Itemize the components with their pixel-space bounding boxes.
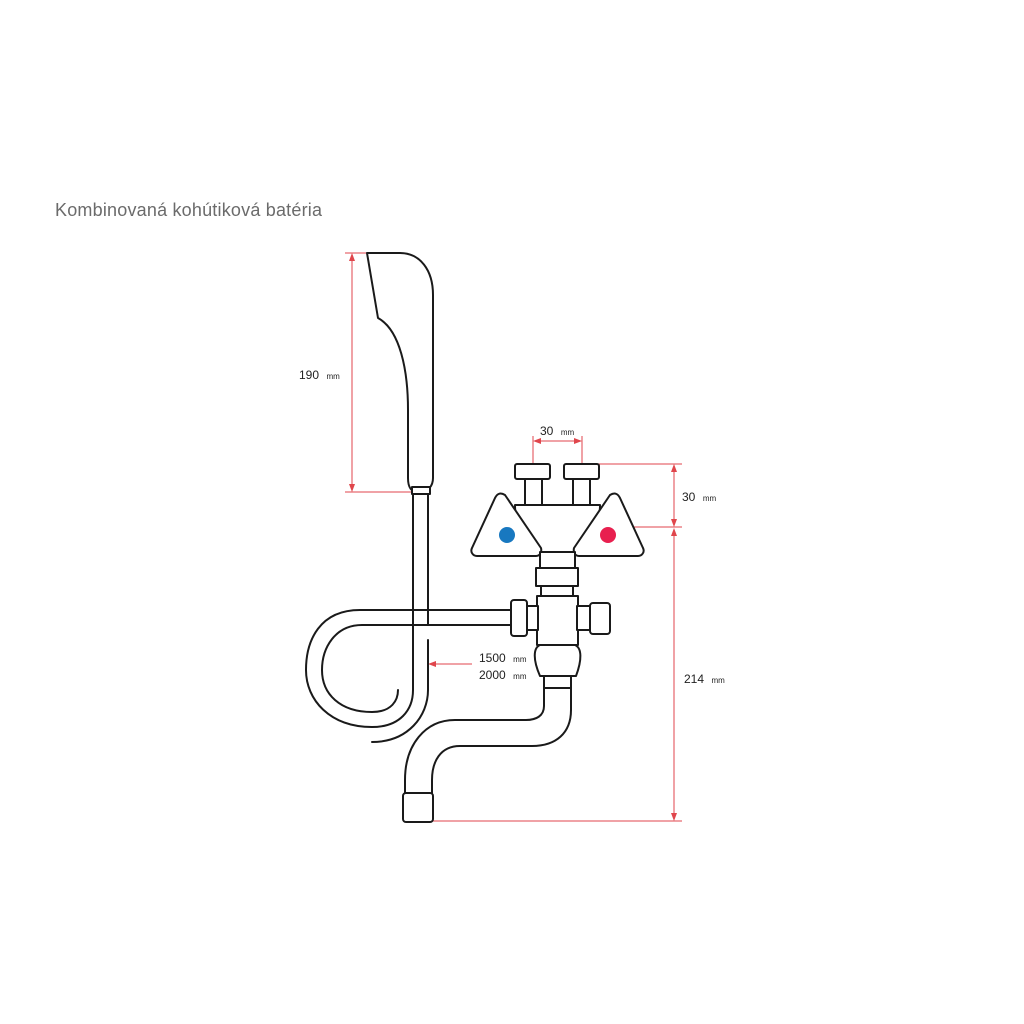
cold-inlet-stem [524,478,543,508]
cold-inlet-nut [514,463,551,480]
hot-inlet-nut [563,463,600,480]
diverter-knob [589,602,611,635]
spout-aerator [402,792,434,823]
hot-inlet-stem [572,478,591,508]
diagram-title: Kombinovaná kohútiková batéria [55,200,323,220]
body-collar [535,567,579,587]
inlet-connectors [514,463,600,508]
dim-hose-length-short-label: 1500 mm [479,649,527,666]
shower-hose [305,491,513,743]
dim-inlet-spacing-label: 30 mm [540,422,574,439]
dimension-labels: 190 mm 30 mm 30 mm 214 mm 1500 mm 2000 m… [299,366,725,687]
dim-shower-height-label: 190 mm [299,366,340,383]
dim-hose-length-long-label: 2000 mm [479,666,527,683]
diverter-block [536,595,579,646]
shower-head [366,252,434,495]
hot-water-dot-icon [600,527,616,543]
shower-outlet-nut [510,599,528,637]
dim-connector-height-label: 30 mm [682,488,716,505]
faucet-body [470,492,645,689]
cold-water-dot-icon [499,527,515,543]
dim-body-height-label: 214 mm [684,670,725,687]
spout [402,687,572,823]
spout-swivel-nut [533,644,582,677]
